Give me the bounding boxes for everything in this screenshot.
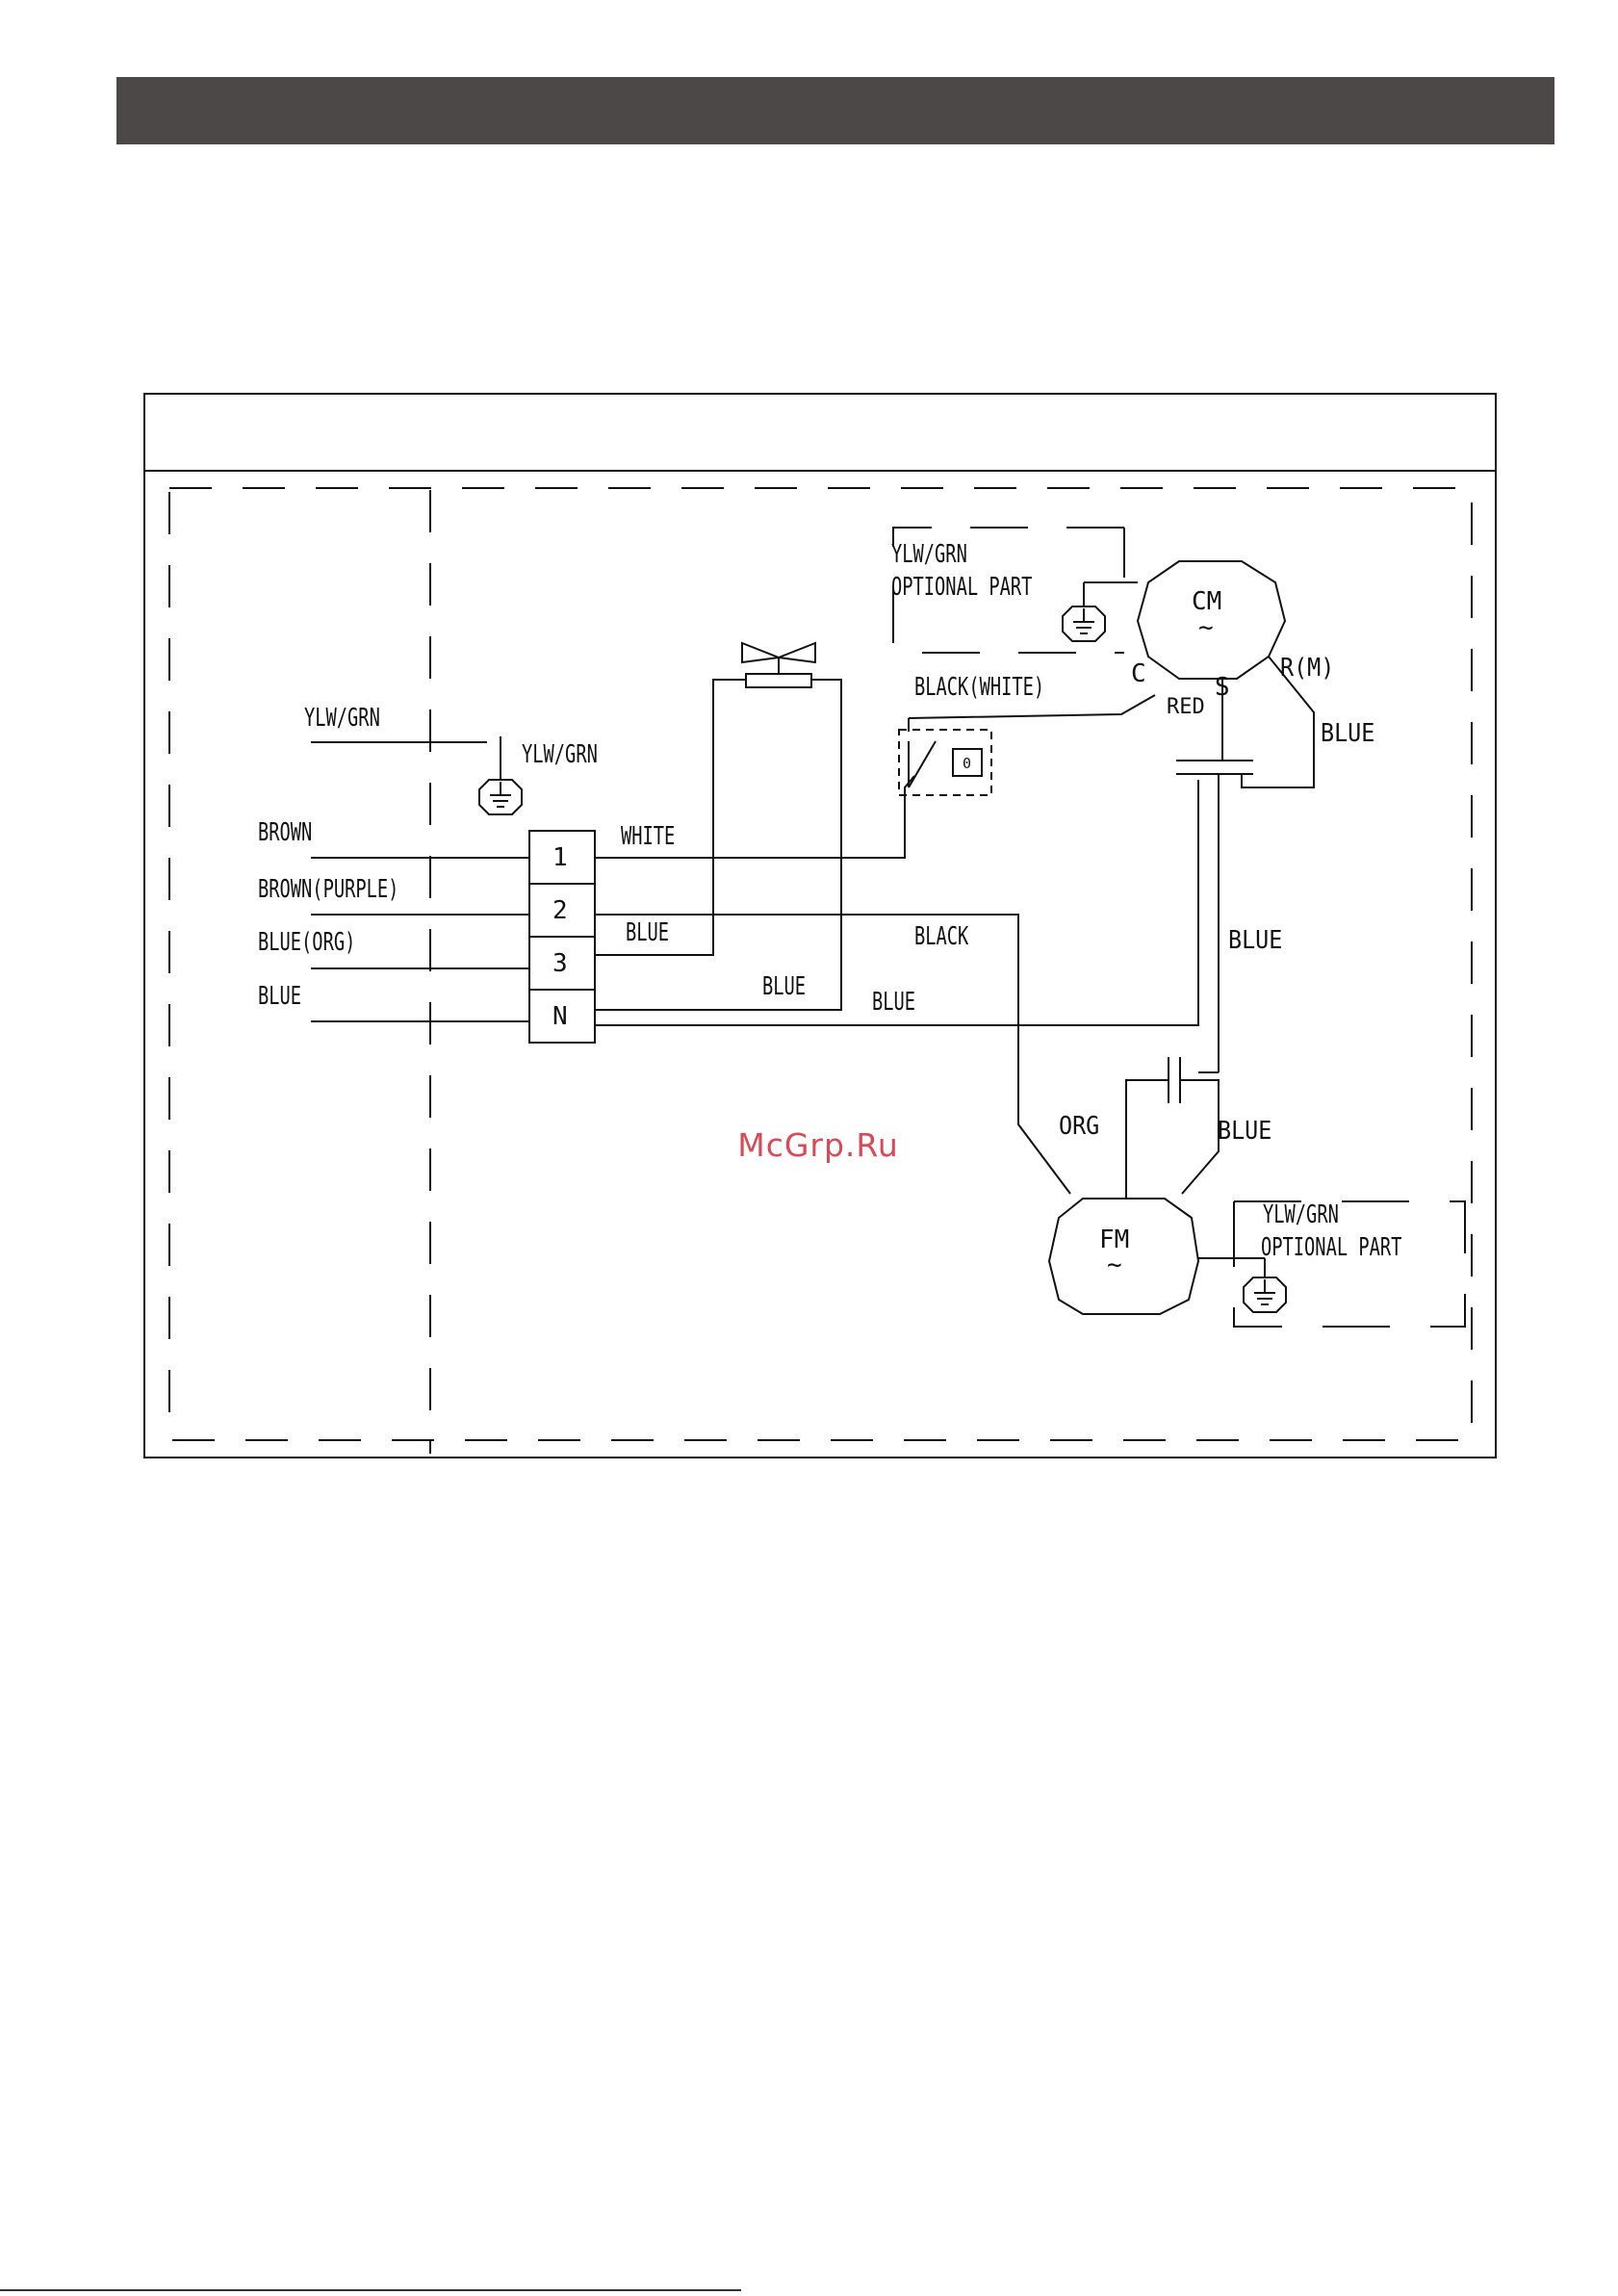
terminal-n-label: N bbox=[552, 1002, 568, 1031]
label-blue-valve: BLUE bbox=[626, 918, 669, 947]
overload-value: 0 bbox=[963, 755, 971, 772]
valve-icon bbox=[742, 643, 815, 687]
cm-tilde: ~ bbox=[1198, 613, 1214, 642]
unit-boundary bbox=[169, 488, 1472, 1440]
ground-icon bbox=[1063, 582, 1105, 641]
label-blue-org: BLUE(ORG) bbox=[258, 928, 355, 957]
watermark: McGrp.Ru bbox=[717, 1126, 919, 1164]
label-ylw-grn-ground: YLW/GRN bbox=[522, 740, 598, 769]
optional-bottom-line-2: OPTIONAL PART bbox=[1261, 1233, 1402, 1262]
fan-capacitor-icon bbox=[1169, 1057, 1180, 1103]
label-blue-valve-return: BLUE bbox=[762, 972, 806, 1001]
optional-top-line-2: OPTIONAL PART bbox=[891, 573, 1033, 602]
optional-top-line-1: YLW/GRN bbox=[891, 540, 967, 569]
ground-icon bbox=[479, 736, 522, 814]
label-blue-cm: BLUE bbox=[1321, 718, 1374, 747]
label-blue-n: BLUE bbox=[872, 988, 915, 1017]
terminal-2-label: 2 bbox=[552, 896, 568, 925]
fan-motor bbox=[1049, 1199, 1198, 1314]
label-blue-left: BLUE bbox=[258, 982, 301, 1011]
fm-tilde: ~ bbox=[1107, 1251, 1122, 1279]
label-black-white: BLACK(WHITE) bbox=[914, 673, 1044, 702]
terminal-3-label: 3 bbox=[552, 949, 568, 978]
terminal-1-label: 1 bbox=[552, 843, 568, 872]
s-terminal-label: S bbox=[1215, 673, 1230, 702]
footer-line bbox=[0, 2289, 741, 2291]
org-wire bbox=[1126, 1080, 1169, 1199]
label-white: WHITE bbox=[621, 822, 675, 851]
ground-icon bbox=[1244, 1258, 1286, 1312]
c-terminal-label: C bbox=[1131, 659, 1146, 688]
label-brown-purple: BROWN(PURPLE) bbox=[258, 875, 398, 904]
label-brown: BROWN bbox=[258, 818, 312, 847]
blue-fm-wire bbox=[1180, 1080, 1219, 1194]
r-terminal-label: R(M) bbox=[1280, 653, 1334, 682]
label-red: RED bbox=[1167, 695, 1205, 719]
diagram-frame bbox=[144, 394, 1496, 1458]
label-blue-fm: BLUE bbox=[1218, 1116, 1271, 1145]
run-capacitor-icon bbox=[1176, 761, 1253, 774]
optional-bottom-line-1: YLW/GRN bbox=[1263, 1200, 1339, 1229]
label-blue-cap: BLUE bbox=[1228, 925, 1282, 954]
overload-protector bbox=[899, 718, 991, 795]
cm-label: CM bbox=[1192, 587, 1221, 616]
label-org: ORG bbox=[1059, 1111, 1099, 1140]
label-black-fm: BLACK bbox=[914, 922, 969, 951]
label-ylw-grn-left: YLW/GRN bbox=[304, 704, 380, 733]
